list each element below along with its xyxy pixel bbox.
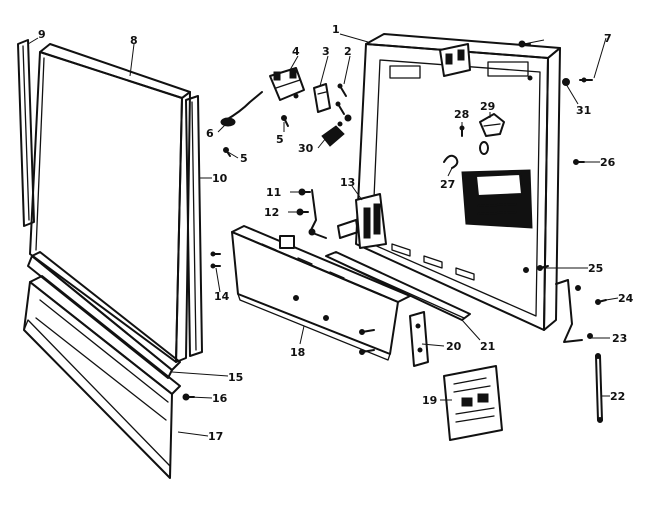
callout-9: 9 xyxy=(38,28,46,41)
callout-23: 23 xyxy=(612,332,627,345)
part-29-dispenser-cover xyxy=(479,113,505,137)
callout-28: 28 xyxy=(454,108,469,121)
part-24-screw xyxy=(595,299,607,305)
leader-lines xyxy=(27,33,619,437)
callout-11: 11 xyxy=(266,186,281,199)
callout-4: 4 xyxy=(292,45,300,58)
callout-22: 22 xyxy=(610,390,625,403)
callout-12: 12 xyxy=(264,206,279,219)
callout-5b: 5 xyxy=(240,152,248,165)
callout-21: 21 xyxy=(480,340,495,353)
dispenser-spring xyxy=(479,141,489,155)
callout-7: 7 xyxy=(604,32,612,45)
part-4-latch-assembly xyxy=(269,67,305,101)
part-9-side-trim-strip xyxy=(17,39,35,227)
callout-20: 20 xyxy=(446,340,462,353)
part-15-bottom-strip xyxy=(27,251,181,379)
callout-29: 29 xyxy=(480,100,495,113)
part-3-bracket xyxy=(313,83,331,113)
callout-3: 3 xyxy=(322,45,330,58)
callout-6: 6 xyxy=(206,127,214,140)
part-11-screw xyxy=(298,188,311,196)
callout-16: 16 xyxy=(212,392,228,405)
callout-labels: 1 2 3 4 5 5 6 7 8 9 10 11 12 13 14 15 16… xyxy=(38,23,634,443)
part-19-instruction-card xyxy=(443,365,503,441)
part-18-bottom-channel xyxy=(231,225,411,361)
part-20-bracket-plate xyxy=(409,311,429,367)
part-23-hinge-arm xyxy=(555,279,593,343)
callout-24: 24 xyxy=(618,292,634,305)
part-31-clip xyxy=(562,77,593,86)
part-12-screw xyxy=(296,208,309,216)
callout-13: 13 xyxy=(340,176,355,189)
callout-8: 8 xyxy=(130,34,138,47)
part-5-screws xyxy=(223,115,289,157)
callout-19: 19 xyxy=(422,394,437,407)
callout-27: 27 xyxy=(440,178,455,191)
callout-30: 30 xyxy=(298,142,314,155)
callout-18: 18 xyxy=(290,346,305,359)
callout-14: 14 xyxy=(214,290,230,303)
part-22-rod xyxy=(595,353,603,423)
part-10-side-channel xyxy=(185,95,203,357)
liner-top-bracket xyxy=(439,43,471,77)
channel-screws xyxy=(359,329,375,355)
part-21-rail xyxy=(325,251,471,321)
callout-1: 1 xyxy=(332,23,340,36)
part-17-kick-panel xyxy=(23,275,181,479)
part-26-screw xyxy=(573,159,585,165)
part-1-inner-door-liner xyxy=(355,33,561,331)
part-13-hinge-assembly xyxy=(337,193,387,249)
callout-10: 10 xyxy=(212,172,228,185)
callout-5a: 5 xyxy=(276,133,284,146)
detergent-dispenser xyxy=(461,169,533,229)
callout-25: 25 xyxy=(588,262,603,275)
hinge-arm xyxy=(308,189,327,239)
callout-26: 26 xyxy=(600,156,616,169)
part-14-screws xyxy=(210,251,221,269)
callout-15: 15 xyxy=(228,371,243,384)
part-30-actuator xyxy=(321,114,352,147)
part-6-latch-lever xyxy=(220,91,263,127)
callout-17: 17 xyxy=(208,430,223,443)
part-2-screws xyxy=(335,83,347,115)
part-8-outer-door-panel xyxy=(29,43,191,363)
callout-2: 2 xyxy=(344,45,352,58)
part-27-spring xyxy=(443,154,459,169)
callout-31: 31 xyxy=(576,104,591,117)
